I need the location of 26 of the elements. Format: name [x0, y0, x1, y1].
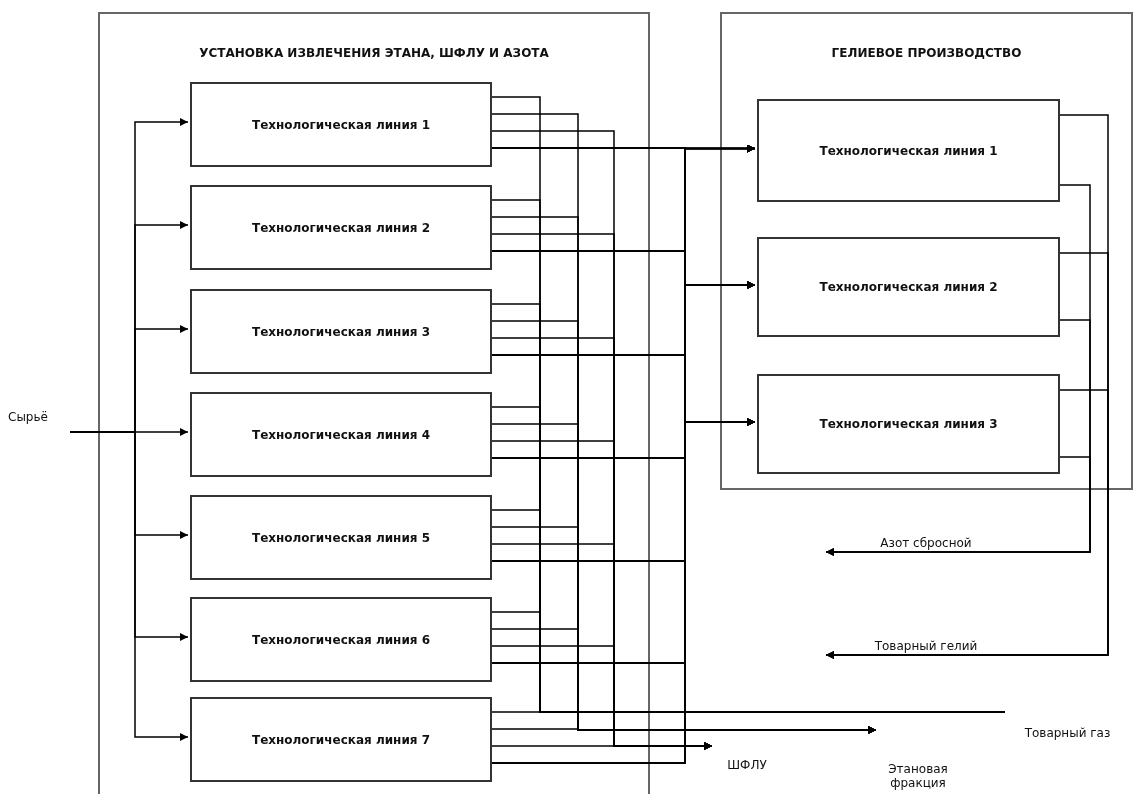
process-box: Технологическая линия 3 [190, 289, 492, 374]
flow-arrow [489, 742, 713, 750]
process-box: Технологическая линия 1 [757, 99, 1060, 202]
process-box: Технологическая линия 5 [190, 495, 492, 580]
process-box: Технологическая линия 3 [757, 374, 1060, 474]
process-box: Технологическая линия 7 [190, 697, 492, 782]
flow-arrow [489, 418, 756, 764]
flow-arrow [69, 431, 189, 741]
stream-label: Сырьё [8, 410, 70, 438]
process-box: Технологическая линия 6 [190, 597, 492, 682]
process-box: Технологическая линия 2 [190, 185, 492, 270]
unit-title: УСТАНОВКА ИЗВЛЕЧЕНИЯ ЭТАНА, ШФЛУ И АЗОТА [198, 46, 550, 60]
flow-arrow [489, 726, 877, 734]
process-box: Технологическая линия 2 [757, 237, 1060, 337]
unit-frame [98, 12, 650, 794]
stream-label: ШФЛУ [712, 740, 782, 772]
unit-title: ГЕЛИЕВОЕ ПРОИЗВОДСТВО [830, 46, 1023, 60]
process-box: Технологическая линия 4 [190, 392, 492, 477]
process-box: Технологическая линия 1 [190, 82, 492, 167]
flow-arrow [825, 456, 1091, 556]
stream-label: Азот сбросной [826, 536, 1026, 556]
unit-frame [720, 12, 1133, 490]
stream-label: Этановая фракция [876, 722, 960, 790]
flow-arrow [825, 389, 1109, 659]
stream-label: Товарный газ [1005, 706, 1130, 740]
stream-label: Товарный гелий [826, 639, 1026, 659]
